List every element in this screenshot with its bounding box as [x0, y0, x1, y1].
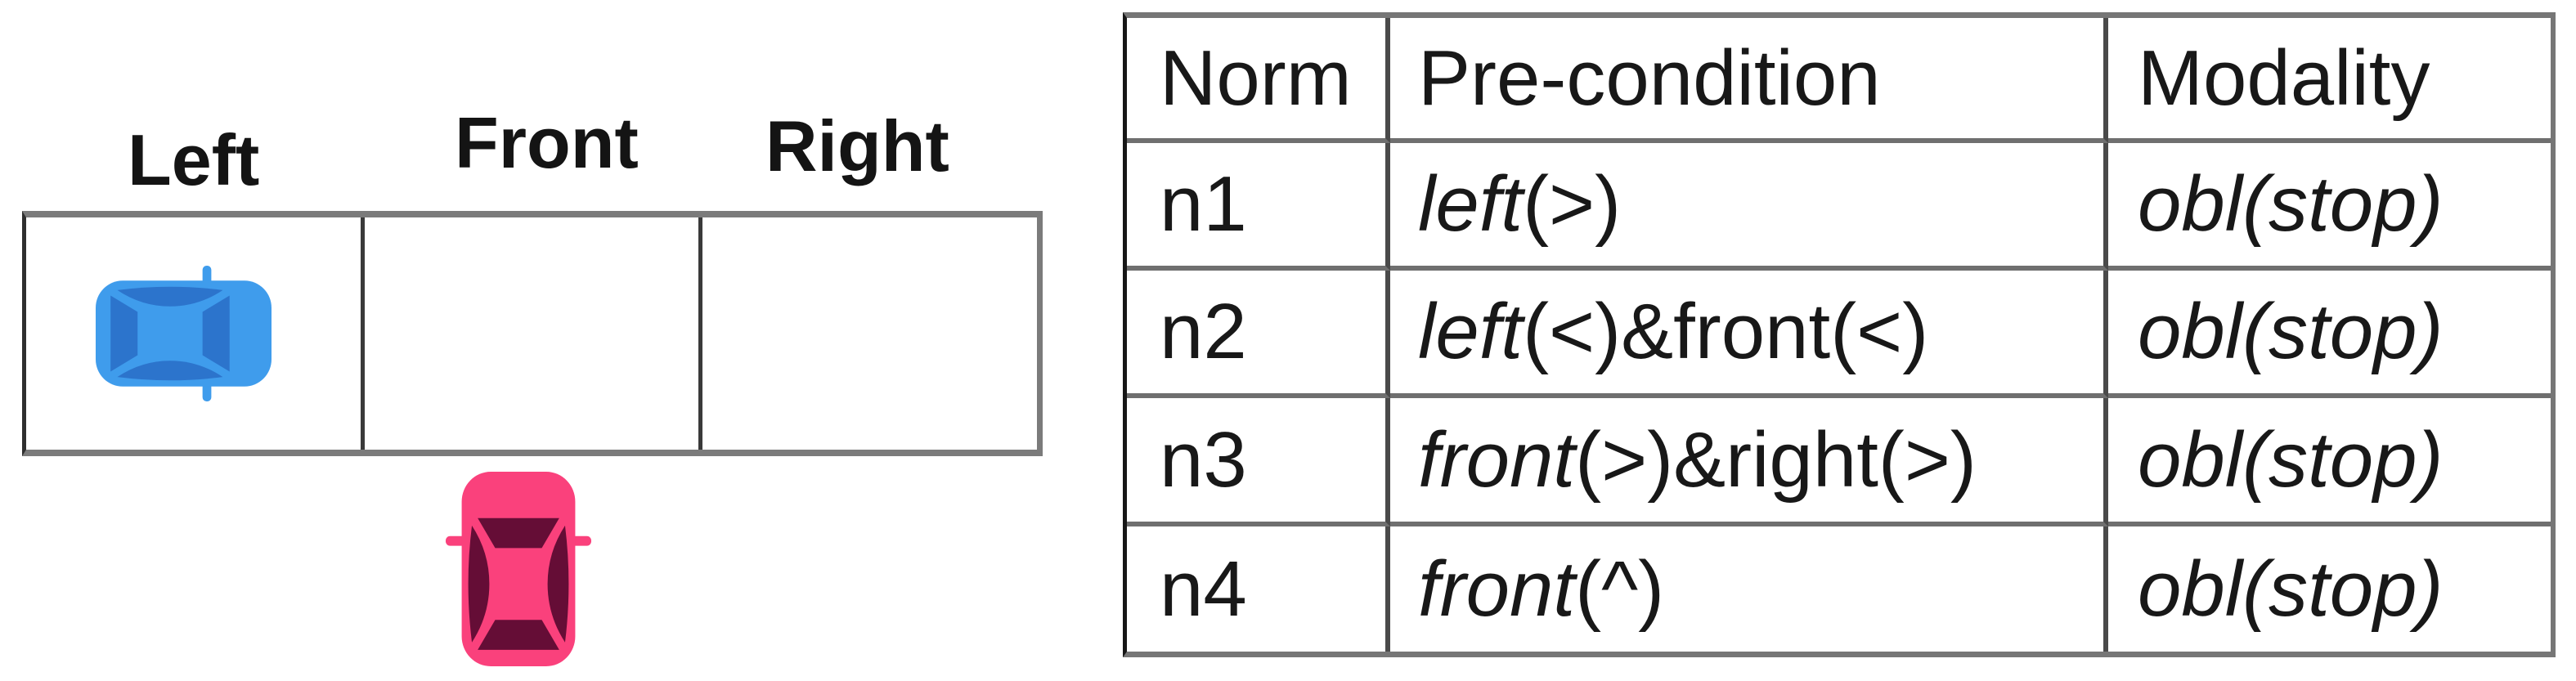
- predicate-args: (^): [1575, 544, 1665, 633]
- label-left: Left: [128, 119, 260, 200]
- side-mirror-icon: [202, 382, 212, 401]
- rear-window: [478, 620, 559, 650]
- predicate-args: (>): [1523, 160, 1622, 248]
- header-pre-condition: Pre-condition: [1390, 18, 2108, 143]
- predicate: left: [1418, 288, 1524, 375]
- side-mirror-icon: [202, 266, 212, 285]
- predicate: left: [1418, 160, 1524, 248]
- predicate: front: [1418, 544, 1576, 633]
- label-front: Front: [455, 102, 639, 183]
- table-cell-modality: obl(stop): [2108, 398, 2551, 526]
- pink-car-icon: [446, 472, 591, 666]
- predicate-args: (>)&right(>): [1575, 415, 1977, 504]
- table-cell-pre-condition: left(>): [1390, 143, 2108, 271]
- side-mirror-icon: [571, 535, 591, 546]
- table-cell-modality: obl(stop): [2108, 271, 2551, 398]
- windshield: [202, 295, 230, 372]
- lane-grid: [22, 211, 1043, 456]
- side-window: [117, 361, 223, 381]
- predicate: front: [1418, 415, 1576, 504]
- header-norm: Norm: [1127, 18, 1390, 143]
- side-mirror-icon: [446, 535, 466, 546]
- table-cell-norm: n4: [1127, 526, 1390, 652]
- side-window: [547, 525, 569, 643]
- blue-car-icon: [96, 266, 272, 401]
- table-cell-norm: n1: [1127, 143, 1390, 271]
- table-cell-modality: obl(stop): [2108, 143, 2551, 271]
- windshield: [478, 517, 559, 549]
- norm-table: Norm Pre-condition Modality n1 left(>) o…: [1123, 12, 2556, 657]
- lane-cell-right: [702, 217, 1037, 450]
- side-window: [468, 525, 490, 643]
- table-cell-norm: n2: [1127, 271, 1390, 398]
- table-cell-modality: obl(stop): [2138, 544, 2444, 633]
- table-cell-norm: n3: [1127, 398, 1390, 526]
- label-right: Right: [765, 105, 949, 186]
- header-modality: Modality: [2108, 18, 2551, 143]
- predicate-args: (<)&front(<): [1523, 288, 1929, 375]
- lane-cell-left: [26, 217, 365, 450]
- table-cell-pre-condition: front(>)&right(>): [1390, 398, 2108, 526]
- side-window: [117, 286, 223, 307]
- rear-window: [110, 295, 138, 372]
- table-cell-pre-condition: front(^): [1390, 526, 2108, 652]
- lane-cell-front: [365, 217, 703, 450]
- table-cell-pre-condition: left(<)&front(<): [1390, 271, 2108, 398]
